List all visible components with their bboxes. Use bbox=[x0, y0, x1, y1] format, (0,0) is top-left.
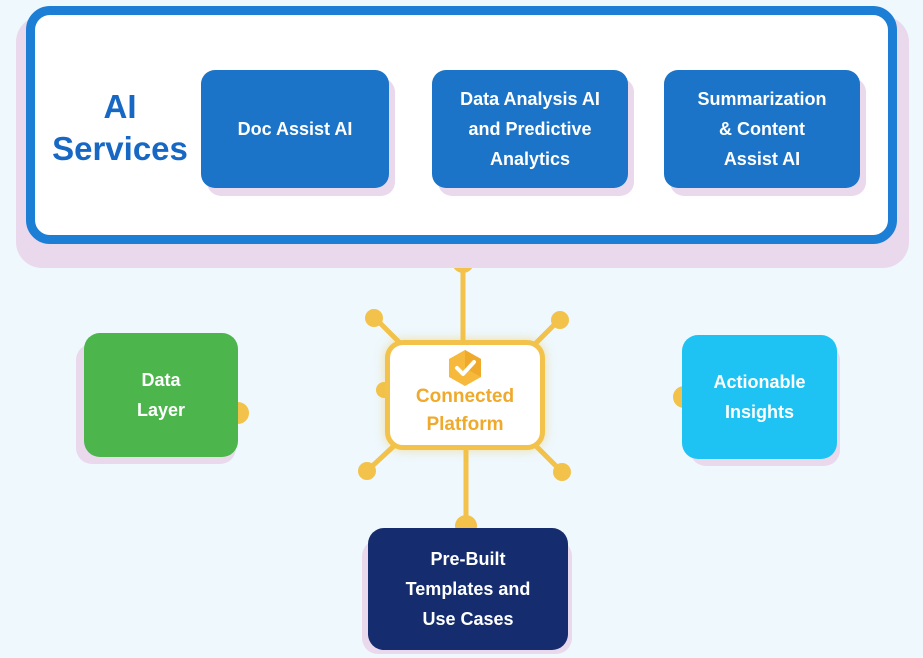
service-label-line2: and Predictive bbox=[468, 119, 592, 139]
spoke-dot-top-right bbox=[551, 311, 569, 329]
service-label-line3: Assist AI bbox=[723, 149, 801, 169]
checkmark-hexagon-icon bbox=[449, 350, 481, 386]
hub-label-line1: Connected bbox=[415, 386, 515, 407]
service-data-analysis-ai: Data Analysis AI and Predictive Analytic… bbox=[432, 70, 628, 188]
service-label-line1: Doc Assist AI bbox=[237, 119, 353, 139]
data-layer-line2: Layer bbox=[136, 400, 186, 420]
service-summarization-ai: Summarization & Content Assist AI bbox=[664, 70, 860, 188]
ai-services-title-line2: Services bbox=[52, 130, 188, 167]
service-label-line1: Summarization bbox=[697, 89, 827, 109]
data-layer-line1: Data bbox=[141, 370, 181, 390]
service-label-line2: & Content bbox=[719, 119, 805, 139]
service-label-line3: Analytics bbox=[489, 149, 571, 169]
hub-label: Connected Platform bbox=[390, 383, 540, 439]
ai-services-title-line1: AI bbox=[103, 88, 137, 125]
templates-line1: Pre-Built bbox=[430, 549, 506, 569]
templates-node: Pre-Built Templates and Use Cases bbox=[368, 528, 568, 650]
actionable-insights-line2: Insights bbox=[724, 402, 794, 422]
data-layer-node: Data Layer bbox=[84, 333, 238, 457]
spoke-dot-bottom-left bbox=[358, 462, 376, 480]
spoke-dot-top-left bbox=[365, 309, 383, 327]
actionable-insights-node: Actionable Insights bbox=[682, 335, 837, 459]
templates-line2: Templates and bbox=[405, 579, 531, 599]
ai-services-title: AI Services bbox=[40, 86, 200, 170]
templates-line3: Use Cases bbox=[422, 609, 514, 629]
hub-label-line2: Platform bbox=[426, 414, 504, 435]
connected-platform-hub: Connected Platform bbox=[385, 340, 545, 450]
service-label-line1: Data Analysis AI bbox=[460, 89, 600, 109]
spoke-dot-bottom-right bbox=[553, 463, 571, 481]
service-doc-assist-ai: Doc Assist AI bbox=[201, 70, 389, 188]
actionable-insights-line1: Actionable bbox=[713, 372, 806, 392]
